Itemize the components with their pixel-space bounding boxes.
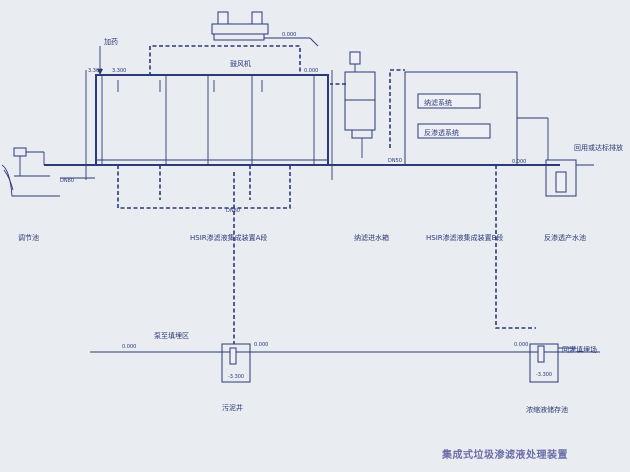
feed-pump-symbol (13, 147, 45, 176)
label-d-a: DN80 (226, 208, 240, 214)
sludge-pipe (117, 165, 291, 209)
label-sludge-well: 污泥井 (222, 403, 243, 412)
elev-5: 0.000 (512, 159, 526, 165)
elev-2: 3.300 (112, 68, 126, 74)
label-to-landfill: 回灌填埋场 (562, 345, 597, 354)
label-hsir-a: HSIR渗滤液集成装置A段 (190, 233, 267, 242)
air-pipe (149, 45, 301, 76)
label-pump-to-landfill: 泵至填埋区 (154, 331, 189, 340)
label-ro-pool: 反渗透产水池 (544, 233, 586, 242)
ro-product-pool (545, 159, 577, 197)
elev-8: -3.300 (228, 374, 244, 380)
label-regulating-pool: 调节池 (18, 233, 39, 242)
label-concentrate-pool: 浓缩液储存池 (526, 405, 568, 414)
diagram-caption: 集成式垃圾渗滤液处理装置 (442, 450, 568, 461)
elev-6: 0.000 (254, 342, 268, 348)
concentrate-storage (529, 343, 559, 383)
label-reuse: 回用或达标排放 (574, 143, 623, 152)
elev-9: -3.300 (536, 372, 552, 378)
label-dosing: 加药 (104, 37, 118, 46)
elev-7: 0.000 (122, 344, 136, 350)
label-blower: 鼓风机 (230, 59, 251, 68)
hsir-a-tank (95, 74, 329, 166)
label-hsir-b: HSIR渗滤液集成装置B段 (426, 233, 503, 242)
label-nf-tank: 纳滤进水箱 (354, 233, 389, 242)
nf-feed-tank (344, 51, 376, 158)
elev-3: 0.000 (282, 32, 296, 38)
elev-1: 3.300 (88, 68, 102, 74)
sludge-well (221, 343, 251, 383)
label-nf-system: 纳滤系统 (424, 98, 452, 107)
elev-4: 0.000 (304, 68, 318, 74)
blower-units (211, 11, 269, 41)
label-d-b: DN80 (60, 178, 74, 184)
label-d-c: DN50 (388, 158, 402, 164)
label-ro-system: 反渗透系统 (424, 128, 459, 137)
elev-10: 0.000 (514, 342, 528, 348)
hsir-b-box (404, 71, 518, 166)
